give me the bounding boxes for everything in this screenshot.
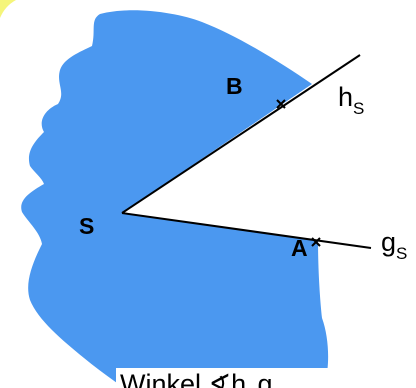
point-b-cross <box>276 99 286 109</box>
ray-g-label: gS <box>381 227 407 263</box>
corner-tab <box>0 0 16 18</box>
ray-h <box>121 54 361 214</box>
point-b-label: B <box>226 73 243 99</box>
vertex-label: S <box>79 213 94 239</box>
angle-region <box>21 10 329 388</box>
ray-h-label: hS <box>338 82 364 118</box>
ray-g <box>121 212 372 249</box>
point-a-label: A <box>291 235 308 261</box>
caption-box <box>116 368 416 388</box>
point-a-cross <box>311 237 321 247</box>
